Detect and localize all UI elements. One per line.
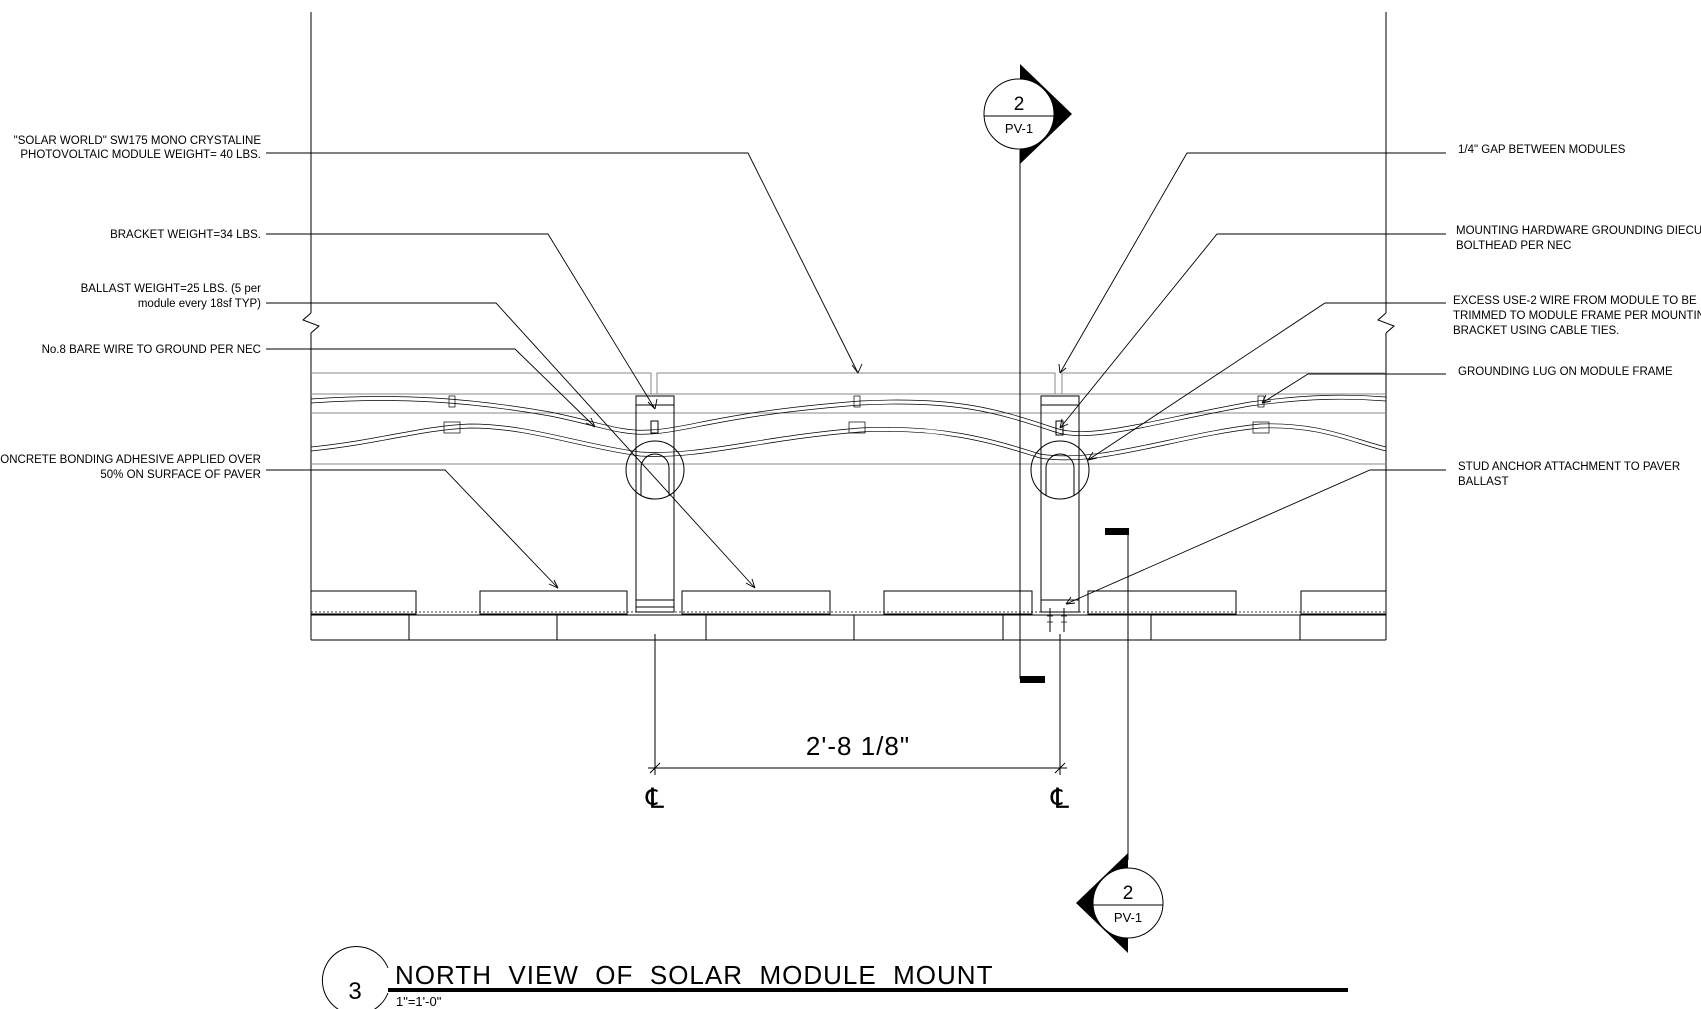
module-frame: [302, 12, 1395, 640]
callout-gap: 1/4" GAP BETWEEN MODULES: [1458, 144, 1626, 156]
callout-adhesive-line-2: 50% ON SURFACE OF PAVER: [100, 469, 261, 481]
callout-excess-wire-line-1: EXCESS USE-2 WIRE FROM MODULE TO BE: [1453, 295, 1697, 307]
callout-ballast-line-1: BALLAST WEIGHT=25 LBS. (5 per: [81, 283, 262, 295]
callout-module-line-2: PHOTOVOLTAIC MODULE WEIGHT= 40 LBS.: [20, 149, 261, 161]
mounting-bracket-right: [1030, 395, 1090, 632]
dimension-label: 2'-8 1/8": [806, 731, 910, 761]
centerline-left: ℄: [645, 783, 664, 814]
ballast-pavers: [310, 590, 1387, 615]
section-marker-top: 2 PV-1: [983, 64, 1072, 164]
callouts-left: "SOLAR WORLD" SW175 MONO CRYSTALINE PHOT…: [0, 135, 261, 481]
section-marker-bottom-number: 2: [1123, 883, 1134, 904]
callout-ballast-line-2: module every 18sf TYP): [138, 298, 261, 310]
detail-scale: 1"=1'-0": [396, 994, 442, 1009]
roof-base: [311, 614, 1386, 641]
section-marker-top-number: 2: [1014, 94, 1025, 115]
callout-hardware-line-1: MOUNTING HARDWARE GROUNDING DIECUT: [1456, 225, 1701, 237]
callouts-right: 1/4" GAP BETWEEN MODULES MOUNTING HARDWA…: [1453, 144, 1701, 488]
section-cut-line: [1019, 150, 1129, 860]
title-block: 3 NORTH VIEW OF SOLAR MODULE MOUNT 1"=1'…: [321, 946, 1348, 1009]
callout-bracket-weight: BRACKET WEIGHT=34 LBS.: [110, 229, 261, 241]
pv-modules: [311, 372, 1386, 465]
callout-stud-anchor-line-1: STUD ANCHOR ATTACHMENT TO PAVER: [1458, 461, 1680, 473]
section-marker-bottom: 2 PV-1: [1076, 853, 1164, 953]
callout-adhesive-line-1: CONCRETE BONDING ADHESIVE APPLIED OVER: [0, 454, 261, 466]
section-marker-top-sheet: PV-1: [1005, 121, 1033, 136]
callout-stud-anchor-line-2: BALLAST: [1458, 476, 1509, 488]
dimension-line: 2'-8 1/8" ℄ ℄: [645, 634, 1069, 814]
section-marker-bottom-sheet: PV-1: [1114, 910, 1142, 925]
callout-excess-wire-line-2: TRIMMED TO MODULE FRAME PER MOUNTING: [1453, 310, 1701, 322]
detail-title: NORTH VIEW OF SOLAR MODULE MOUNT: [395, 960, 993, 990]
callout-excess-wire-line-3: BRACKET USING CABLE TIES.: [1453, 325, 1619, 337]
leaders-left: [266, 152, 863, 589]
callout-grounding-lug: GROUNDING LUG ON MODULE FRAME: [1458, 366, 1673, 378]
callout-hardware-line-2: BOLTHEAD PER NEC: [1456, 240, 1571, 252]
centerline-right: ℄: [1050, 783, 1069, 814]
module-wires: [310, 394, 1387, 461]
callout-module-line-1: "SOLAR WORLD" SW175 MONO CRYSTALINE: [14, 135, 262, 147]
detail-number: 3: [348, 978, 361, 1005]
leaders-right: [1058, 152, 1446, 605]
callout-bare-wire: No.8 BARE WIRE TO GROUND PER NEC: [42, 344, 261, 356]
mounting-bracket-left: [625, 395, 685, 613]
